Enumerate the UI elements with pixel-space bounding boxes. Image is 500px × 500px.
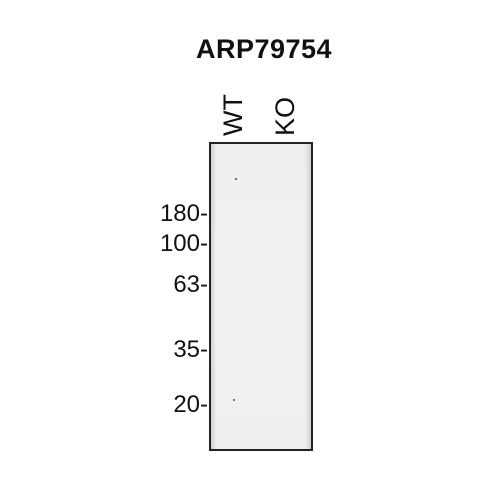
lane-label-ko: KO xyxy=(270,96,300,136)
marker-180: 180- xyxy=(159,200,208,227)
marker-20: 20- xyxy=(173,391,208,418)
blot-right-edge xyxy=(305,144,311,449)
blot-left-edge xyxy=(211,144,216,449)
marker-35: 35- xyxy=(173,336,208,363)
antibody-title: ARP79754 xyxy=(195,34,333,64)
blot-speck xyxy=(233,399,235,401)
blot-membrane xyxy=(209,142,313,451)
lane-label-wt: WT xyxy=(218,94,248,136)
marker-63: 63- xyxy=(173,271,208,298)
blot-speck xyxy=(235,178,237,180)
marker-100: 100- xyxy=(159,230,208,257)
